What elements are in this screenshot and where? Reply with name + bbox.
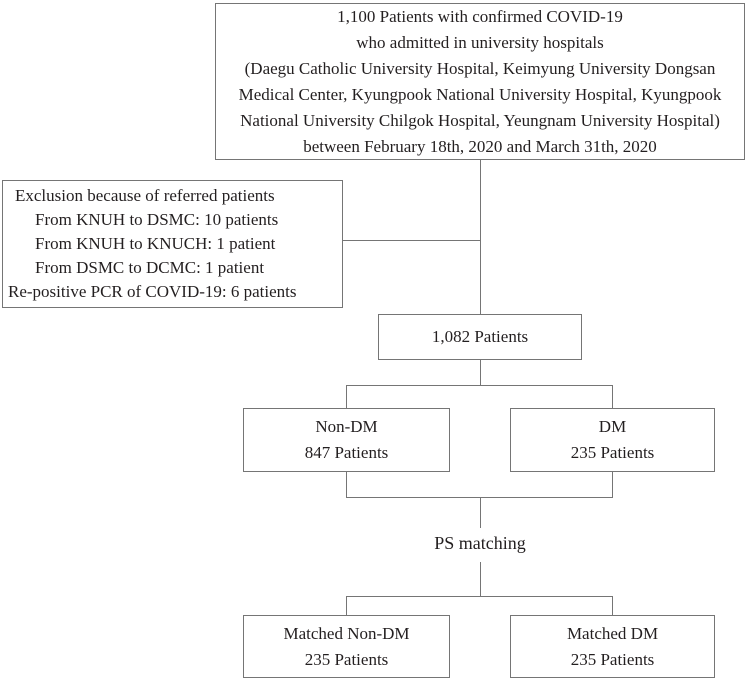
matched-nondm-count: 235 Patients (304, 649, 389, 669)
connector-top-to-total (480, 160, 481, 314)
split-drop-matched-nondm (346, 596, 347, 615)
matched-dm-count: 235 Patients (570, 649, 655, 669)
matched-dm-title: Matched DM (566, 623, 659, 643)
split-drop-matched-dm (612, 596, 613, 615)
matched-nondm-box: Matched Non-DM 235 Patients (243, 615, 450, 678)
connector-from-ps-label (480, 562, 481, 596)
exclusion-item: Re-positive PCR of COVID-19: 6 patients (8, 282, 297, 301)
dm-title: DM (598, 417, 627, 436)
enrollment-line: 1,100 Patients with confirmed COVID-19 (337, 6, 623, 26)
total-patients-box: 1,082 Patients (378, 314, 582, 360)
ps-matching-label: PS matching (434, 533, 526, 553)
enrollment-line: Medical Center, Kyungpook National Unive… (238, 84, 722, 104)
enrollment-line: National University Chilgok Hospital, Ye… (240, 110, 720, 130)
split-bar-dm (346, 385, 613, 386)
connector-exclusion-branch (343, 240, 481, 241)
exclusion-title: Exclusion because of referred patients (15, 186, 275, 205)
connector-total-down (480, 360, 481, 385)
split-drop-dm (612, 385, 613, 408)
exclusion-item: From KNUH to DSMC: 10 patients (35, 210, 279, 229)
matched-dm-box: Matched DM 235 Patients (510, 615, 715, 678)
nondm-title: Non-DM (315, 417, 378, 436)
matched-nondm-title: Matched Non-DM (283, 623, 410, 643)
enrollment-line: (Daegu Catholic University Hospital, Kei… (244, 58, 716, 78)
join-drop-nondm (346, 472, 347, 497)
enrollment-line: between February 18th, 2020 and March 31… (303, 136, 657, 156)
enrollment-box: 1,100 Patients with confirmed COVID-19 w… (215, 3, 745, 160)
dm-box: DM 235 Patients (510, 408, 715, 472)
join-drop-dm (612, 472, 613, 497)
dm-count: 235 Patients (570, 443, 655, 462)
split-drop-nondm (346, 385, 347, 408)
enrollment-line: who admitted in university hospitals (356, 32, 604, 52)
connector-to-ps-label (480, 497, 481, 528)
nondm-box: Non-DM 847 Patients (243, 408, 450, 472)
nondm-count: 847 Patients (304, 443, 389, 462)
exclusion-item: From KNUH to KNUCH: 1 patient (35, 234, 276, 253)
exclusion-item: From DSMC to DCMC: 1 patient (35, 258, 265, 277)
exclusion-box: Exclusion because of referred patients F… (2, 180, 343, 308)
total-patients-label: 1,082 Patients (431, 327, 529, 346)
join-bar (346, 497, 613, 498)
split-bar-matched (346, 596, 613, 597)
